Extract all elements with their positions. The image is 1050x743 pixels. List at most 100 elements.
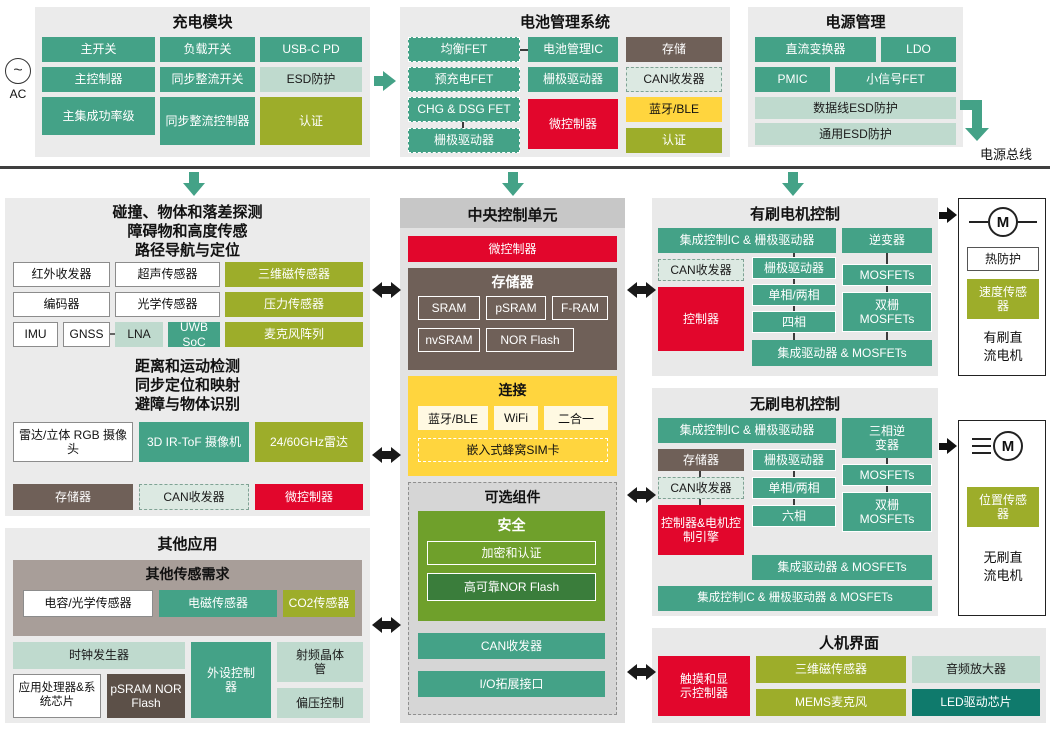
block-co2-sensor[interactable]: CO2传感器 — [283, 590, 355, 617]
block-sensing-can[interactable]: CAN收发器 — [139, 484, 249, 510]
block-sensing-mcu[interactable]: 微控制器 — [255, 484, 363, 510]
block-battery-cert[interactable]: 认证 — [626, 128, 722, 153]
block-cap-optical-sensor[interactable]: 电容/光学传感器 — [23, 590, 153, 617]
block-battery-storage[interactable]: 存储 — [626, 37, 722, 62]
block-usbc-pd[interactable]: USB-C PD — [260, 37, 362, 62]
block-brushed-inverter[interactable]: 逆变器 — [842, 228, 932, 253]
section-optional: 可选组件 安全 加密和认证 高可靠NOR Flash CAN收发器 I/O拓展接… — [408, 482, 617, 715]
block-load-switch[interactable]: 负载开关 — [160, 37, 255, 62]
block-brushless-controller[interactable]: 控制器&电机控制引擎 — [658, 505, 744, 555]
block-dataline-esd[interactable]: 数据线ESD防护 — [755, 97, 956, 119]
block-cellular-sim[interactable]: 嵌入式蜂窝SIM卡 — [418, 438, 608, 462]
block-pmic[interactable]: PMIC — [755, 67, 830, 92]
block-brushed-phase12[interactable]: 单相/两相 — [752, 284, 836, 306]
block-main-power-stage[interactable]: 主集成功率级 — [42, 97, 155, 135]
block-brushed-controller[interactable]: 控制器 — [658, 287, 744, 351]
block-chg-dsg-fet[interactable]: CHG & DSG FET — [408, 97, 520, 122]
block-battery-ble[interactable]: 蓝牙/BLE — [626, 97, 722, 122]
block-main-controller[interactable]: 主控制器 — [42, 67, 155, 92]
block-nor-flash[interactable]: NOR Flash — [486, 328, 574, 352]
block-central-can[interactable]: CAN收发器 — [418, 633, 605, 659]
block-conn-combo[interactable]: 二合一 — [544, 406, 608, 430]
block-brushless-ic-gate-mosfets[interactable]: 集成控制IC & 栅极驱动器 & MOSFETs — [658, 586, 932, 611]
block-3phase-inverter[interactable]: 三相逆变器 — [842, 418, 932, 458]
block-optical-sensor[interactable]: 光学传感器 — [115, 292, 220, 317]
block-sync-rect-switch[interactable]: 同步整流开关 — [160, 67, 255, 92]
block-mems-mic[interactable]: MEMS麦克风 — [756, 689, 906, 716]
block-ultrasonic-sensor[interactable]: 超声传感器 — [115, 262, 220, 287]
block-conn-wifi[interactable]: WiFi — [494, 406, 538, 430]
block-nvsram[interactable]: nvSRAM — [418, 328, 480, 352]
block-clock-generator[interactable]: 时钟发生器 — [13, 642, 185, 669]
block-brushless-ic-gate[interactable]: 集成控制IC & 栅极驱动器 — [658, 418, 836, 443]
block-sram[interactable]: SRAM — [418, 296, 480, 320]
block-psram[interactable]: pSRAM — [486, 296, 546, 320]
block-battery-mcu[interactable]: 微控制器 — [528, 99, 618, 149]
block-brushed-can[interactable]: CAN收发器 — [658, 259, 744, 281]
block-touch-display-controller[interactable]: 触摸和显示控制器 — [658, 656, 750, 716]
block-battery-gate-driver[interactable]: 栅极驱动器 — [528, 67, 618, 92]
block-radar-rgb-camera[interactable]: 雷达/立体 RGB 摄像头 — [13, 422, 133, 462]
block-pressure-sensor[interactable]: 压力传感器 — [225, 292, 363, 317]
block-io-expansion[interactable]: I/O拓展接口 — [418, 671, 605, 697]
block-brushed-dual-gate-mosfets[interactable]: 双栅MOSFETs — [842, 292, 932, 332]
block-central-mcu[interactable]: 微控制器 — [408, 236, 617, 262]
block-bms-ic[interactable]: 电池管理IC — [528, 37, 618, 62]
block-speed-sensor[interactable]: 速度传感器 — [967, 279, 1039, 319]
block-em-sensor[interactable]: 电磁传感器 — [159, 590, 277, 617]
block-thermal-protection[interactable]: 热防护 — [967, 247, 1039, 271]
block-brushless-phase12[interactable]: 单相/两相 — [752, 477, 836, 499]
block-peripheral-controller[interactable]: 外设控制器 — [191, 642, 271, 718]
block-sync-rect-controller[interactable]: 同步整流控制器 — [160, 97, 255, 145]
block-brushless-dual-gate-mosfets[interactable]: 双栅MOSFETs — [842, 492, 932, 532]
block-radar[interactable]: 24/60GHz雷达 — [255, 422, 363, 462]
block-brushed-mosfets[interactable]: MOSFETs — [842, 264, 932, 286]
block-tof-camera[interactable]: 3D IR-ToF 摄像机 — [139, 422, 249, 462]
block-sensing-memory[interactable]: 存储器 — [13, 484, 133, 510]
block-brushed-phase4[interactable]: 四相 — [752, 311, 836, 333]
block-brushless-can[interactable]: CAN收发器 — [658, 477, 744, 499]
block-ap-soc[interactable]: 应用处理器&系统芯片 — [13, 674, 101, 718]
block-bias-control[interactable]: 偏压控制 — [277, 688, 363, 718]
block-led-driver[interactable]: LED驱动芯片 — [912, 689, 1040, 716]
block-hmi-3d-magnetic[interactable]: 三维磁传感器 — [756, 656, 906, 683]
block-main-switch[interactable]: 主开关 — [42, 37, 155, 62]
block-lna[interactable]: LNA — [115, 322, 163, 347]
block-brushless-mosfets[interactable]: MOSFETs — [842, 464, 932, 486]
block-precharge-fet[interactable]: 预充电FET — [408, 67, 520, 92]
block-encoder[interactable]: 编码器 — [13, 292, 110, 317]
block-dcdc[interactable]: 直流变换器 — [755, 37, 876, 62]
block-audio-amplifier[interactable]: 音频放大器 — [912, 656, 1040, 683]
block-mic-array[interactable]: 麦克风阵列 — [225, 322, 363, 347]
block-brushed-gate-driver[interactable]: 栅极驱动器 — [752, 257, 836, 279]
block-rf-transistor[interactable]: 射频晶体管 — [277, 642, 363, 682]
block-gnss[interactable]: GNSS — [63, 322, 110, 347]
block-battery-gate-driver2[interactable]: 栅极驱动器 — [408, 128, 520, 153]
block-imu[interactable]: IMU — [13, 322, 58, 347]
block-brushless-drv-mosfets[interactable]: 集成驱动器 & MOSFETs — [752, 555, 932, 580]
block-balance-fet[interactable]: 均衡FET — [408, 37, 520, 62]
block-small-signal-fet[interactable]: 小信号FET — [835, 67, 956, 92]
block-crypto-auth[interactable]: 加密和认证 — [427, 541, 596, 565]
block-brushless-memory[interactable]: 存储器 — [658, 449, 744, 471]
block-3d-magnetic-sensor[interactable]: 三维磁传感器 — [225, 262, 363, 287]
block-charging-cert[interactable]: 认证 — [260, 97, 362, 145]
block-ir-transceiver[interactable]: 红外收发器 — [13, 262, 110, 287]
block-general-esd[interactable]: 通用ESD防护 — [755, 123, 956, 145]
block-ldo[interactable]: LDO — [881, 37, 956, 62]
panel-central: 中央控制单元 微控制器 存储器 SRAM pSRAM F-RAM nvSRAM … — [400, 198, 625, 723]
block-uwb-soc[interactable]: UWB SoC — [168, 320, 220, 349]
block-battery-can[interactable]: CAN收发器 — [626, 67, 722, 92]
section-other-sensing: 其他传感需求 电容/光学传感器 电磁传感器 CO2传感器 — [13, 560, 362, 636]
connector-line — [793, 306, 795, 311]
block-psram-nor-flash[interactable]: pSRAM NOR Flash — [107, 674, 185, 718]
block-brushed-drv-mosfets[interactable]: 集成驱动器 & MOSFETs — [752, 340, 932, 366]
block-conn-ble[interactable]: 蓝牙/BLE — [418, 406, 488, 430]
block-fram[interactable]: F-RAM — [552, 296, 608, 320]
block-position-sensor[interactable]: 位置传感器 — [967, 487, 1039, 527]
block-esd-protection[interactable]: ESD防护 — [260, 67, 362, 92]
block-hi-rel-nor-flash[interactable]: 高可靠NOR Flash — [427, 573, 596, 601]
block-brushed-ic-gate[interactable]: 集成控制IC & 栅极驱动器 — [658, 228, 836, 253]
block-brushless-gate-driver[interactable]: 栅极驱动器 — [752, 449, 836, 471]
block-brushless-phase6[interactable]: 六相 — [752, 505, 836, 527]
